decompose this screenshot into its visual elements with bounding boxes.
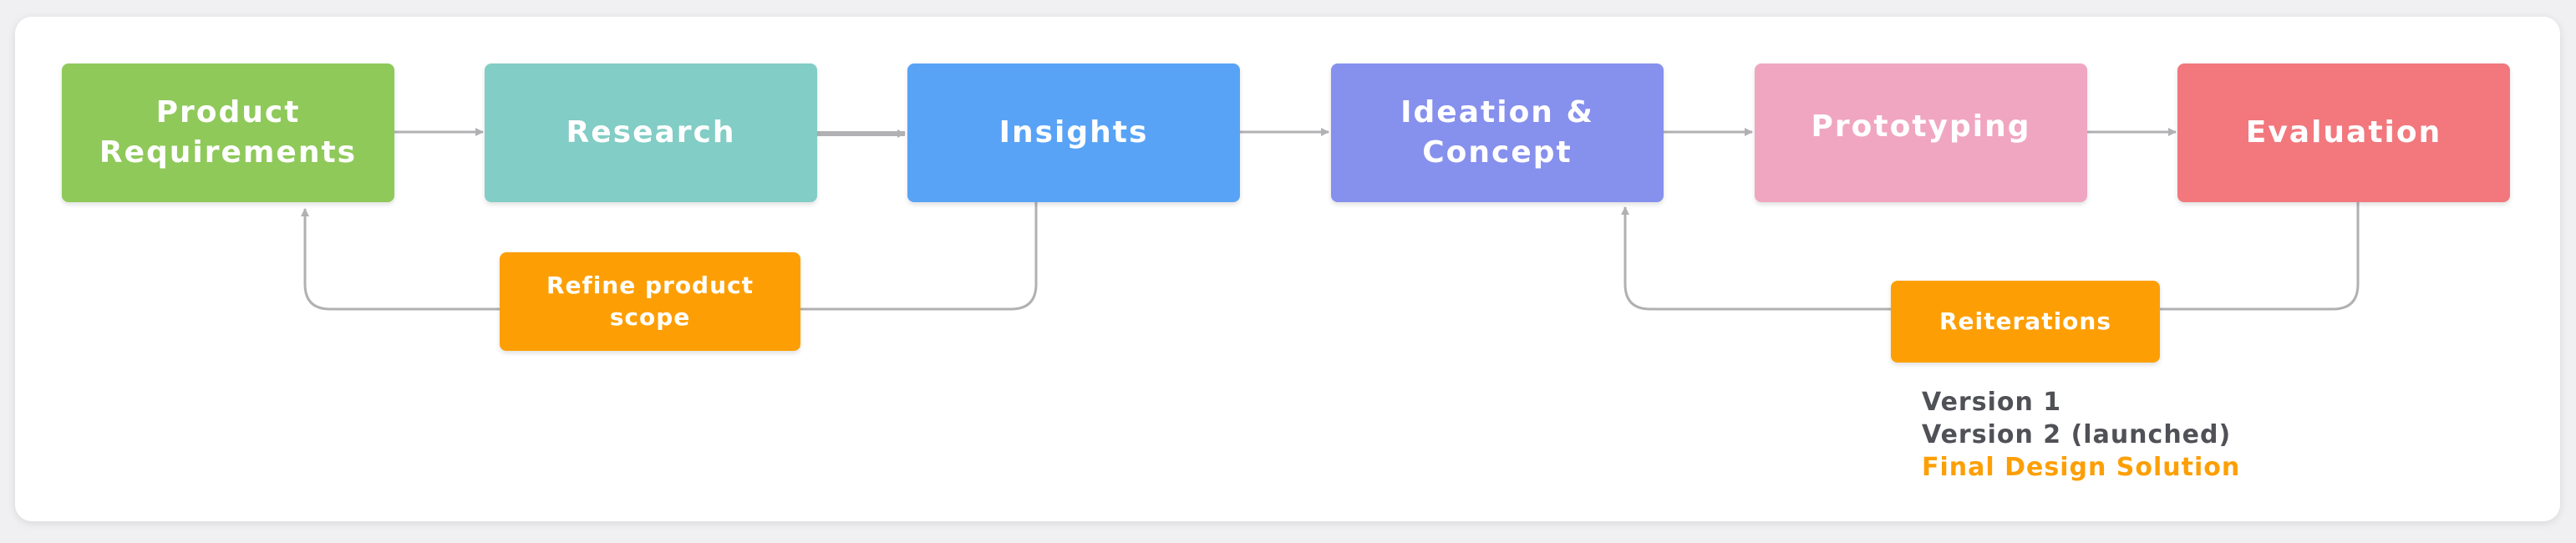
version-2-launched: Version 2 (launched) bbox=[1922, 420, 2232, 449]
step-insights: Insights bbox=[907, 63, 1240, 202]
loop-label: Refine product scope bbox=[546, 272, 755, 331]
step-ideation-concept: Ideation & Concept bbox=[1331, 63, 1664, 202]
step-prototyping: Prototyping bbox=[1755, 63, 2087, 202]
loop-label: Reiterations bbox=[1938, 307, 2112, 335]
step-label: Evaluation bbox=[2245, 115, 2442, 150]
step-evaluation: Evaluation bbox=[2177, 63, 2510, 202]
step-label: Research bbox=[566, 115, 736, 150]
step-label: Product Requirements bbox=[99, 95, 358, 170]
versions-list: Version 1 Version 2 (launched) Final Des… bbox=[1922, 386, 2240, 484]
step-label: Ideation & Concept bbox=[1400, 95, 1594, 170]
step-label: Insights bbox=[998, 115, 1149, 150]
step-product-requirements: Product Requirements bbox=[62, 63, 394, 202]
version-1: Version 1 bbox=[1922, 388, 2062, 417]
diagram-card bbox=[15, 17, 2560, 521]
final-design-solution: Final Design Solution bbox=[1922, 453, 2241, 482]
loop-refine-product-scope: Refine product scope bbox=[500, 252, 800, 351]
loop-reiterations: Reiterations bbox=[1891, 281, 2160, 363]
step-label: Prototyping bbox=[1811, 109, 2031, 144]
step-research: Research bbox=[485, 63, 817, 202]
